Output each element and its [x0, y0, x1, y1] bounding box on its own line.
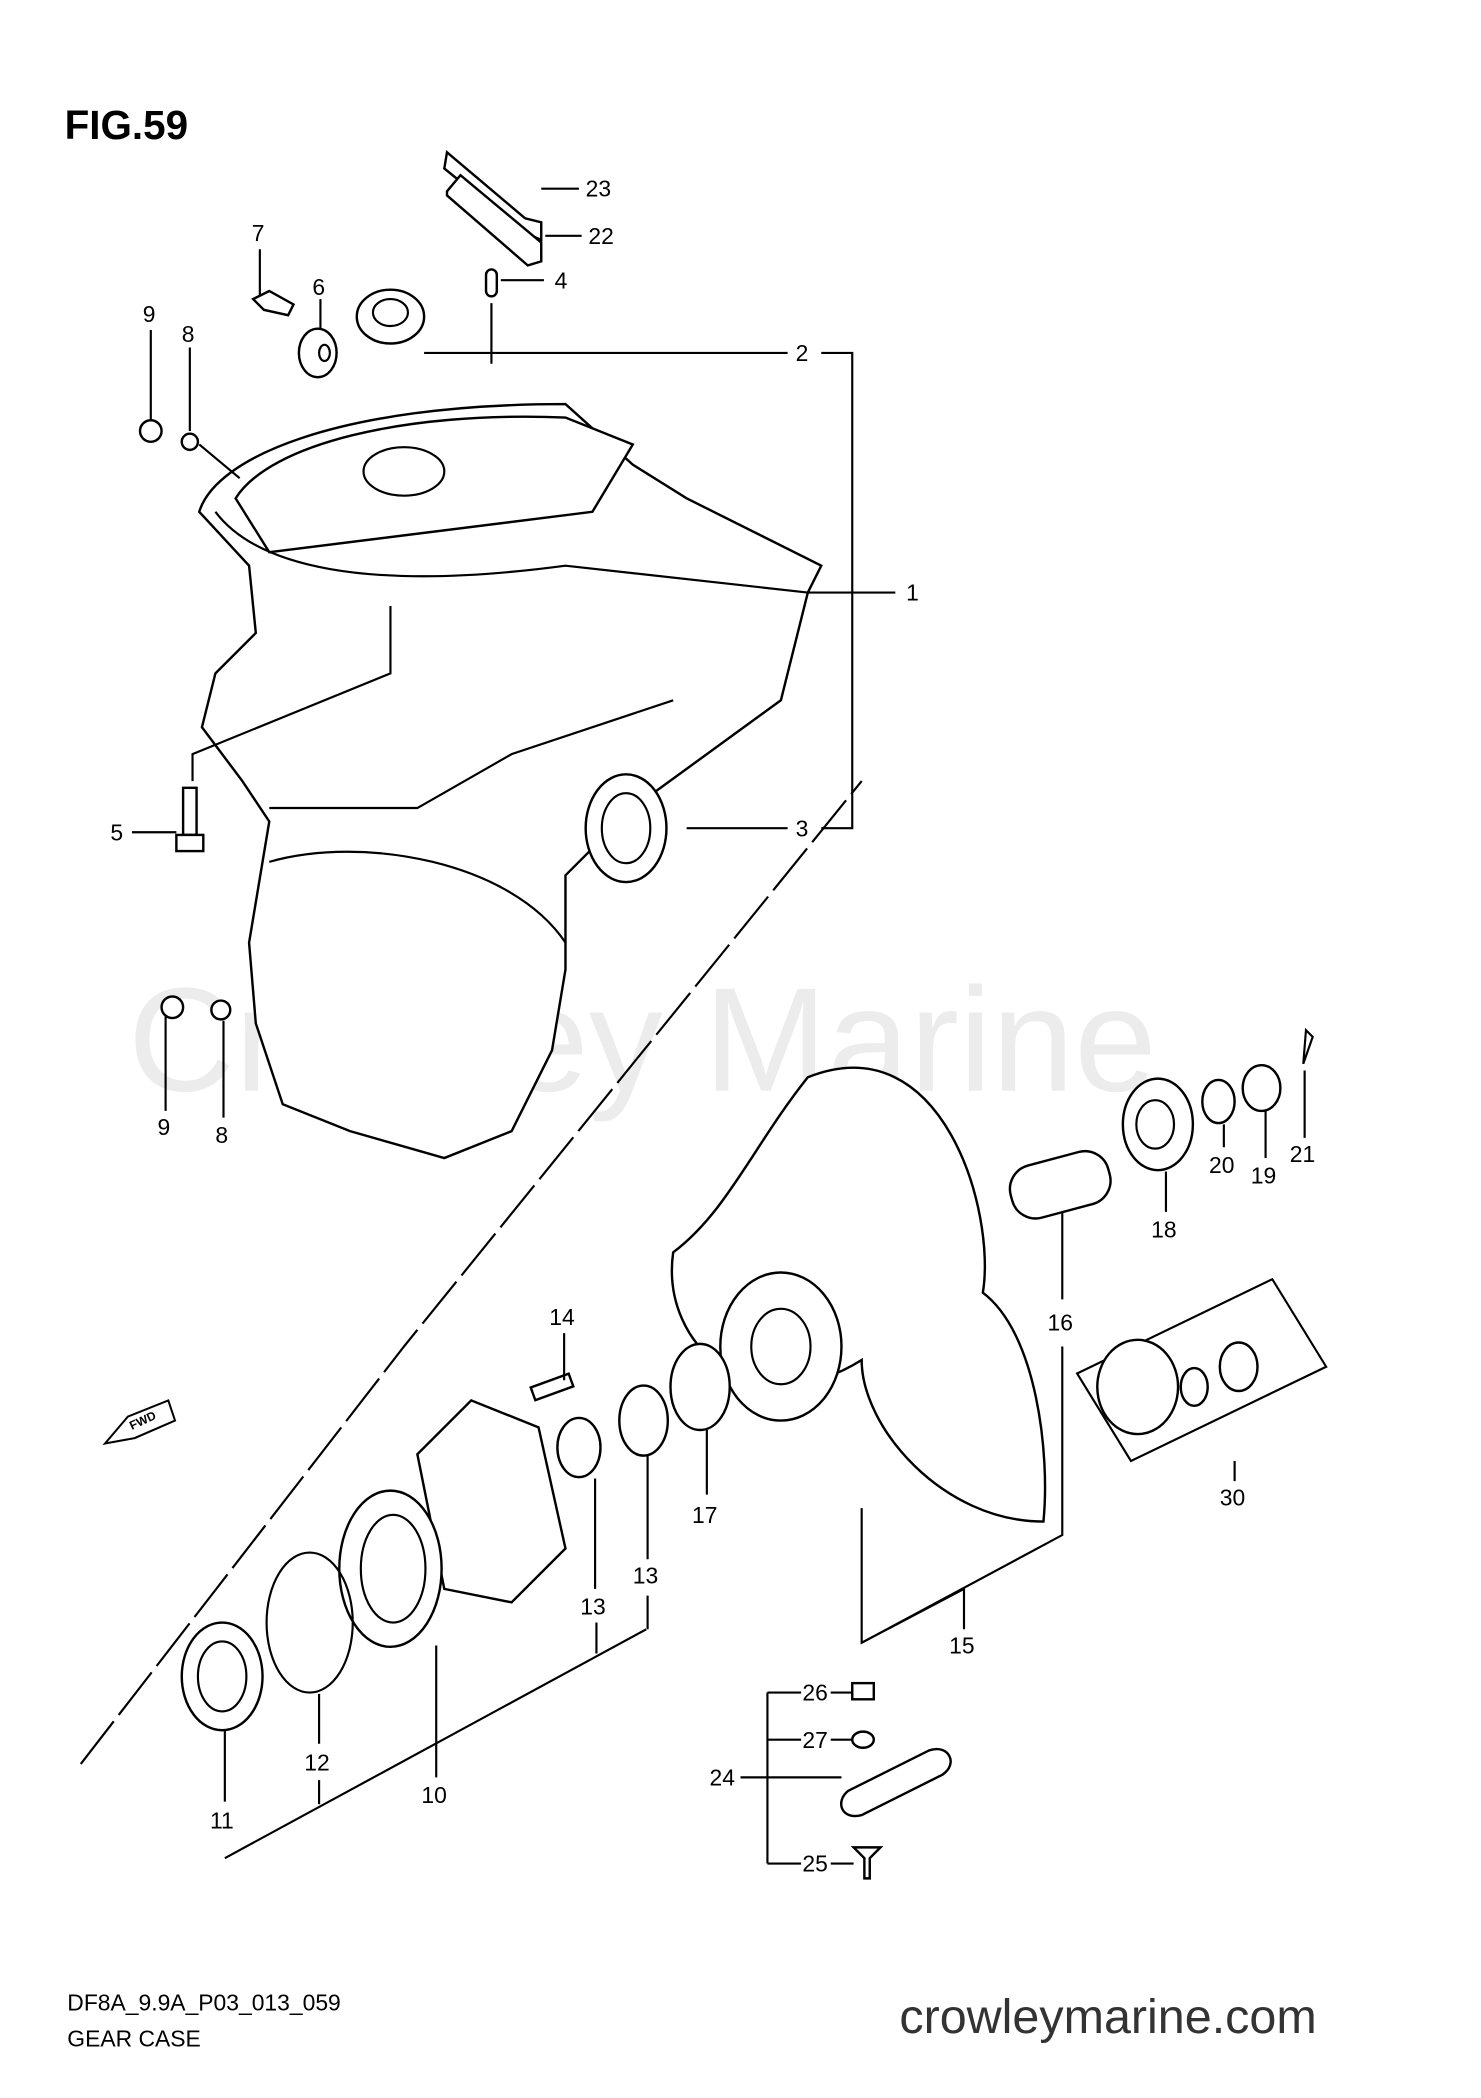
- part-22-plate[interactable]: [445, 173, 543, 267]
- part-23-plate[interactable]: [442, 150, 543, 242]
- callout-15[interactable]: 15: [949, 1633, 974, 1659]
- part-9-bolt-top[interactable]: [138, 419, 163, 444]
- part-8-washer-bottom[interactable]: [210, 999, 232, 1021]
- part-24-plate[interactable]: [840, 1747, 952, 1818]
- callout-6[interactable]: 6: [312, 274, 325, 300]
- part-10-housing[interactable]: [338, 1398, 567, 1648]
- callout-11[interactable]: 11: [210, 1808, 234, 1834]
- part-12-o-ring[interactable]: [265, 1551, 354, 1694]
- part-26-nut[interactable]: [851, 1681, 876, 1701]
- part-7-bolt[interactable]: [251, 289, 296, 317]
- figure-code: DF8A_9.9A_P03_013_059: [67, 1989, 340, 2015]
- part-16-spacer[interactable]: [1005, 1146, 1116, 1224]
- callout-7[interactable]: 7: [252, 220, 265, 246]
- callout-26[interactable]: 26: [802, 1680, 827, 1706]
- callout-13-b[interactable]: 13: [633, 1563, 658, 1589]
- callout-8-top[interactable]: 8: [182, 321, 195, 347]
- callout-24[interactable]: 24: [710, 1764, 736, 1790]
- part-18-bushing[interactable]: [1121, 1077, 1195, 1172]
- callout-22[interactable]: 22: [588, 223, 613, 249]
- callout-10[interactable]: 10: [421, 1782, 446, 1808]
- callout-14[interactable]: 14: [549, 1304, 575, 1330]
- callout-25[interactable]: 25: [802, 1851, 827, 1877]
- part-27-washer[interactable]: [851, 1730, 876, 1749]
- callout-20[interactable]: 20: [1209, 1152, 1234, 1178]
- callout-4[interactable]: 4: [555, 267, 568, 293]
- part-19-nut[interactable]: [1241, 1063, 1282, 1113]
- part-2-bearing[interactable]: [355, 288, 426, 345]
- callout-23[interactable]: 23: [586, 176, 611, 202]
- leader-lines: [79, 187, 1306, 1865]
- part-4-pin[interactable]: [484, 268, 499, 298]
- figure-title: FIG.59: [65, 102, 188, 148]
- callout-9-bottom[interactable]: 9: [158, 1114, 171, 1140]
- part-14-bolt[interactable]: [529, 1372, 575, 1402]
- part-9-bolt-bottom[interactable]: [160, 995, 185, 1020]
- part-30-kit[interactable]: [1075, 1277, 1328, 1463]
- callout-30[interactable]: 30: [1220, 1484, 1245, 1510]
- part-13-seal-b[interactable]: [556, 1416, 602, 1479]
- callout-12[interactable]: 12: [304, 1750, 329, 1776]
- part-5-bolt[interactable]: [175, 786, 205, 853]
- callout-17[interactable]: 17: [692, 1502, 717, 1528]
- callout-27[interactable]: 27: [802, 1727, 827, 1753]
- callouts: 23 22 4 7 6 9 8 2 1 5 3 9 8 21 19 20 18 …: [110, 176, 1315, 1877]
- part-17-spacer[interactable]: [669, 1342, 731, 1432]
- fwd-arrow-icon: FWD: [102, 1399, 177, 1445]
- part-3-bearing[interactable]: [584, 773, 668, 884]
- callout-3[interactable]: 3: [796, 815, 809, 841]
- callout-21[interactable]: 21: [1290, 1141, 1315, 1167]
- part-11-bearing[interactable]: [180, 1621, 264, 1732]
- part-21-cotter-pin[interactable]: [1302, 1027, 1314, 1065]
- callout-1[interactable]: 1: [906, 580, 919, 606]
- part-25-screw[interactable]: [850, 1846, 884, 1880]
- callout-18[interactable]: 18: [1151, 1216, 1176, 1242]
- part-15-propeller[interactable]: [670, 1066, 1047, 1523]
- part-6-grommet[interactable]: [297, 327, 338, 379]
- callout-5[interactable]: 5: [110, 819, 123, 845]
- part-1-gear-case[interactable]: [197, 402, 823, 1160]
- site-url[interactable]: crowleymarine.com: [899, 1990, 1316, 2044]
- part-13-seal-a[interactable]: [618, 1384, 670, 1457]
- callout-13-a[interactable]: 13: [580, 1593, 605, 1619]
- part-8-washer-top[interactable]: [180, 432, 200, 452]
- callout-2[interactable]: 2: [796, 340, 809, 366]
- figure-name: GEAR CASE: [67, 2026, 200, 2052]
- part-20-washer[interactable]: [1201, 1078, 1236, 1125]
- callout-16[interactable]: 16: [1047, 1309, 1072, 1335]
- callout-19[interactable]: 19: [1251, 1163, 1276, 1189]
- callout-8-bottom[interactable]: 8: [215, 1122, 228, 1148]
- callout-9-top[interactable]: 9: [143, 301, 156, 327]
